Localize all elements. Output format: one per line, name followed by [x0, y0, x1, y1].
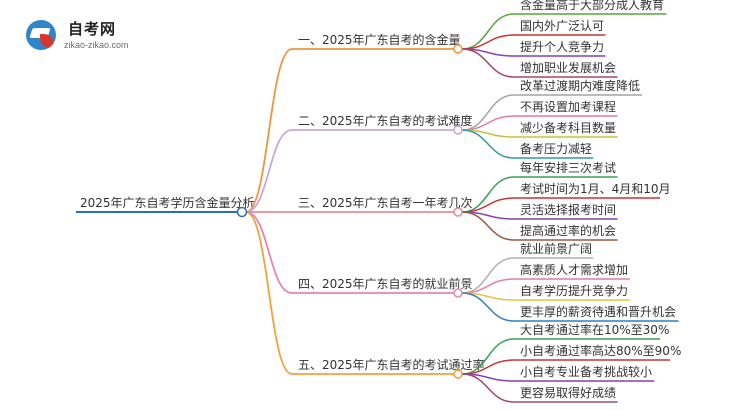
leaf-connector: [461, 13, 515, 50]
branch-node-circle: [453, 125, 463, 135]
leaf-connector: [461, 129, 515, 159]
leaf-label: 考试时间为1月、4月和10月: [520, 181, 671, 196]
leaf-label: 改革过渡期内难度降低: [520, 78, 640, 93]
branch-label: 二、2025年广东自考的考试难度: [298, 113, 473, 128]
leaf-label: 大自考通过率在10%至30%: [520, 322, 669, 337]
leaf-connector: [461, 34, 515, 50]
branch-label: 一、2025年广东自考的含金量: [298, 32, 461, 47]
branch-label: 三、2025年广东自考一年考几次: [298, 196, 473, 210]
leaf-label: 更容易取得好成绩: [520, 385, 616, 400]
leaf-label: 含金量高于大部分成人教育: [520, 0, 664, 12]
leaf-label: 就业前景广阔: [520, 241, 592, 256]
logo-subtitle: zikao-zikao.com: [64, 40, 129, 50]
leaf-connector: [461, 373, 515, 403]
logo-title: 自考网: [68, 20, 117, 38]
root-label: 2025年广东自考学历含金量分析: [80, 195, 255, 210]
leaf-connector: [461, 211, 515, 241]
site-logo[interactable]: 自考网 zikao-zikao.com: [26, 18, 176, 52]
graduation-cap-logo-icon: [26, 20, 56, 50]
leaf-label: 备考压力减轻: [520, 142, 592, 156]
leaf-label: 小自考专业备考挑战较小: [520, 364, 652, 379]
branch-connector: [245, 48, 293, 213]
leaf-label: 国内外广泛认可: [520, 19, 604, 33]
leaf-label: 增加职业发展机会: [520, 60, 616, 75]
branch-label: 四、2025年广东自考的就业前景: [298, 276, 473, 291]
branch-node-circle: [453, 44, 463, 54]
leaf-label: 提升个人竞争力: [520, 39, 604, 54]
leaf-label: 高素质人才需求增加: [520, 262, 628, 277]
leaf-label: 小自考通过率高达80%至90%: [520, 343, 681, 358]
leaf-label: 灵活选择报考时间: [520, 202, 616, 217]
leaf-label: 每年安排三次考试: [520, 160, 616, 175]
root-node-circle: [236, 206, 248, 218]
branch-label: 五、2025年广东自考的考试通过率: [298, 357, 485, 372]
branch-node-circle: [453, 288, 463, 298]
leaf-label: 提高通过率的机会: [520, 223, 616, 238]
leaf-connector: [461, 48, 515, 78]
leaf-label: 不再设置加考课程: [520, 99, 616, 114]
branch-node-circle: [453, 369, 463, 379]
leaf-label: 更丰厚的薪资待遇和晋升机会: [520, 304, 676, 319]
branch-connector: [245, 211, 293, 375]
leaf-connector: [461, 292, 515, 322]
branch-connector: [245, 211, 293, 294]
leaf-label: 减少备考科目数量: [520, 120, 616, 135]
leaf-label: 自考学历提升竞争力: [520, 283, 628, 298]
branch-node-circle: [453, 207, 463, 217]
branch-connector: [245, 129, 293, 213]
